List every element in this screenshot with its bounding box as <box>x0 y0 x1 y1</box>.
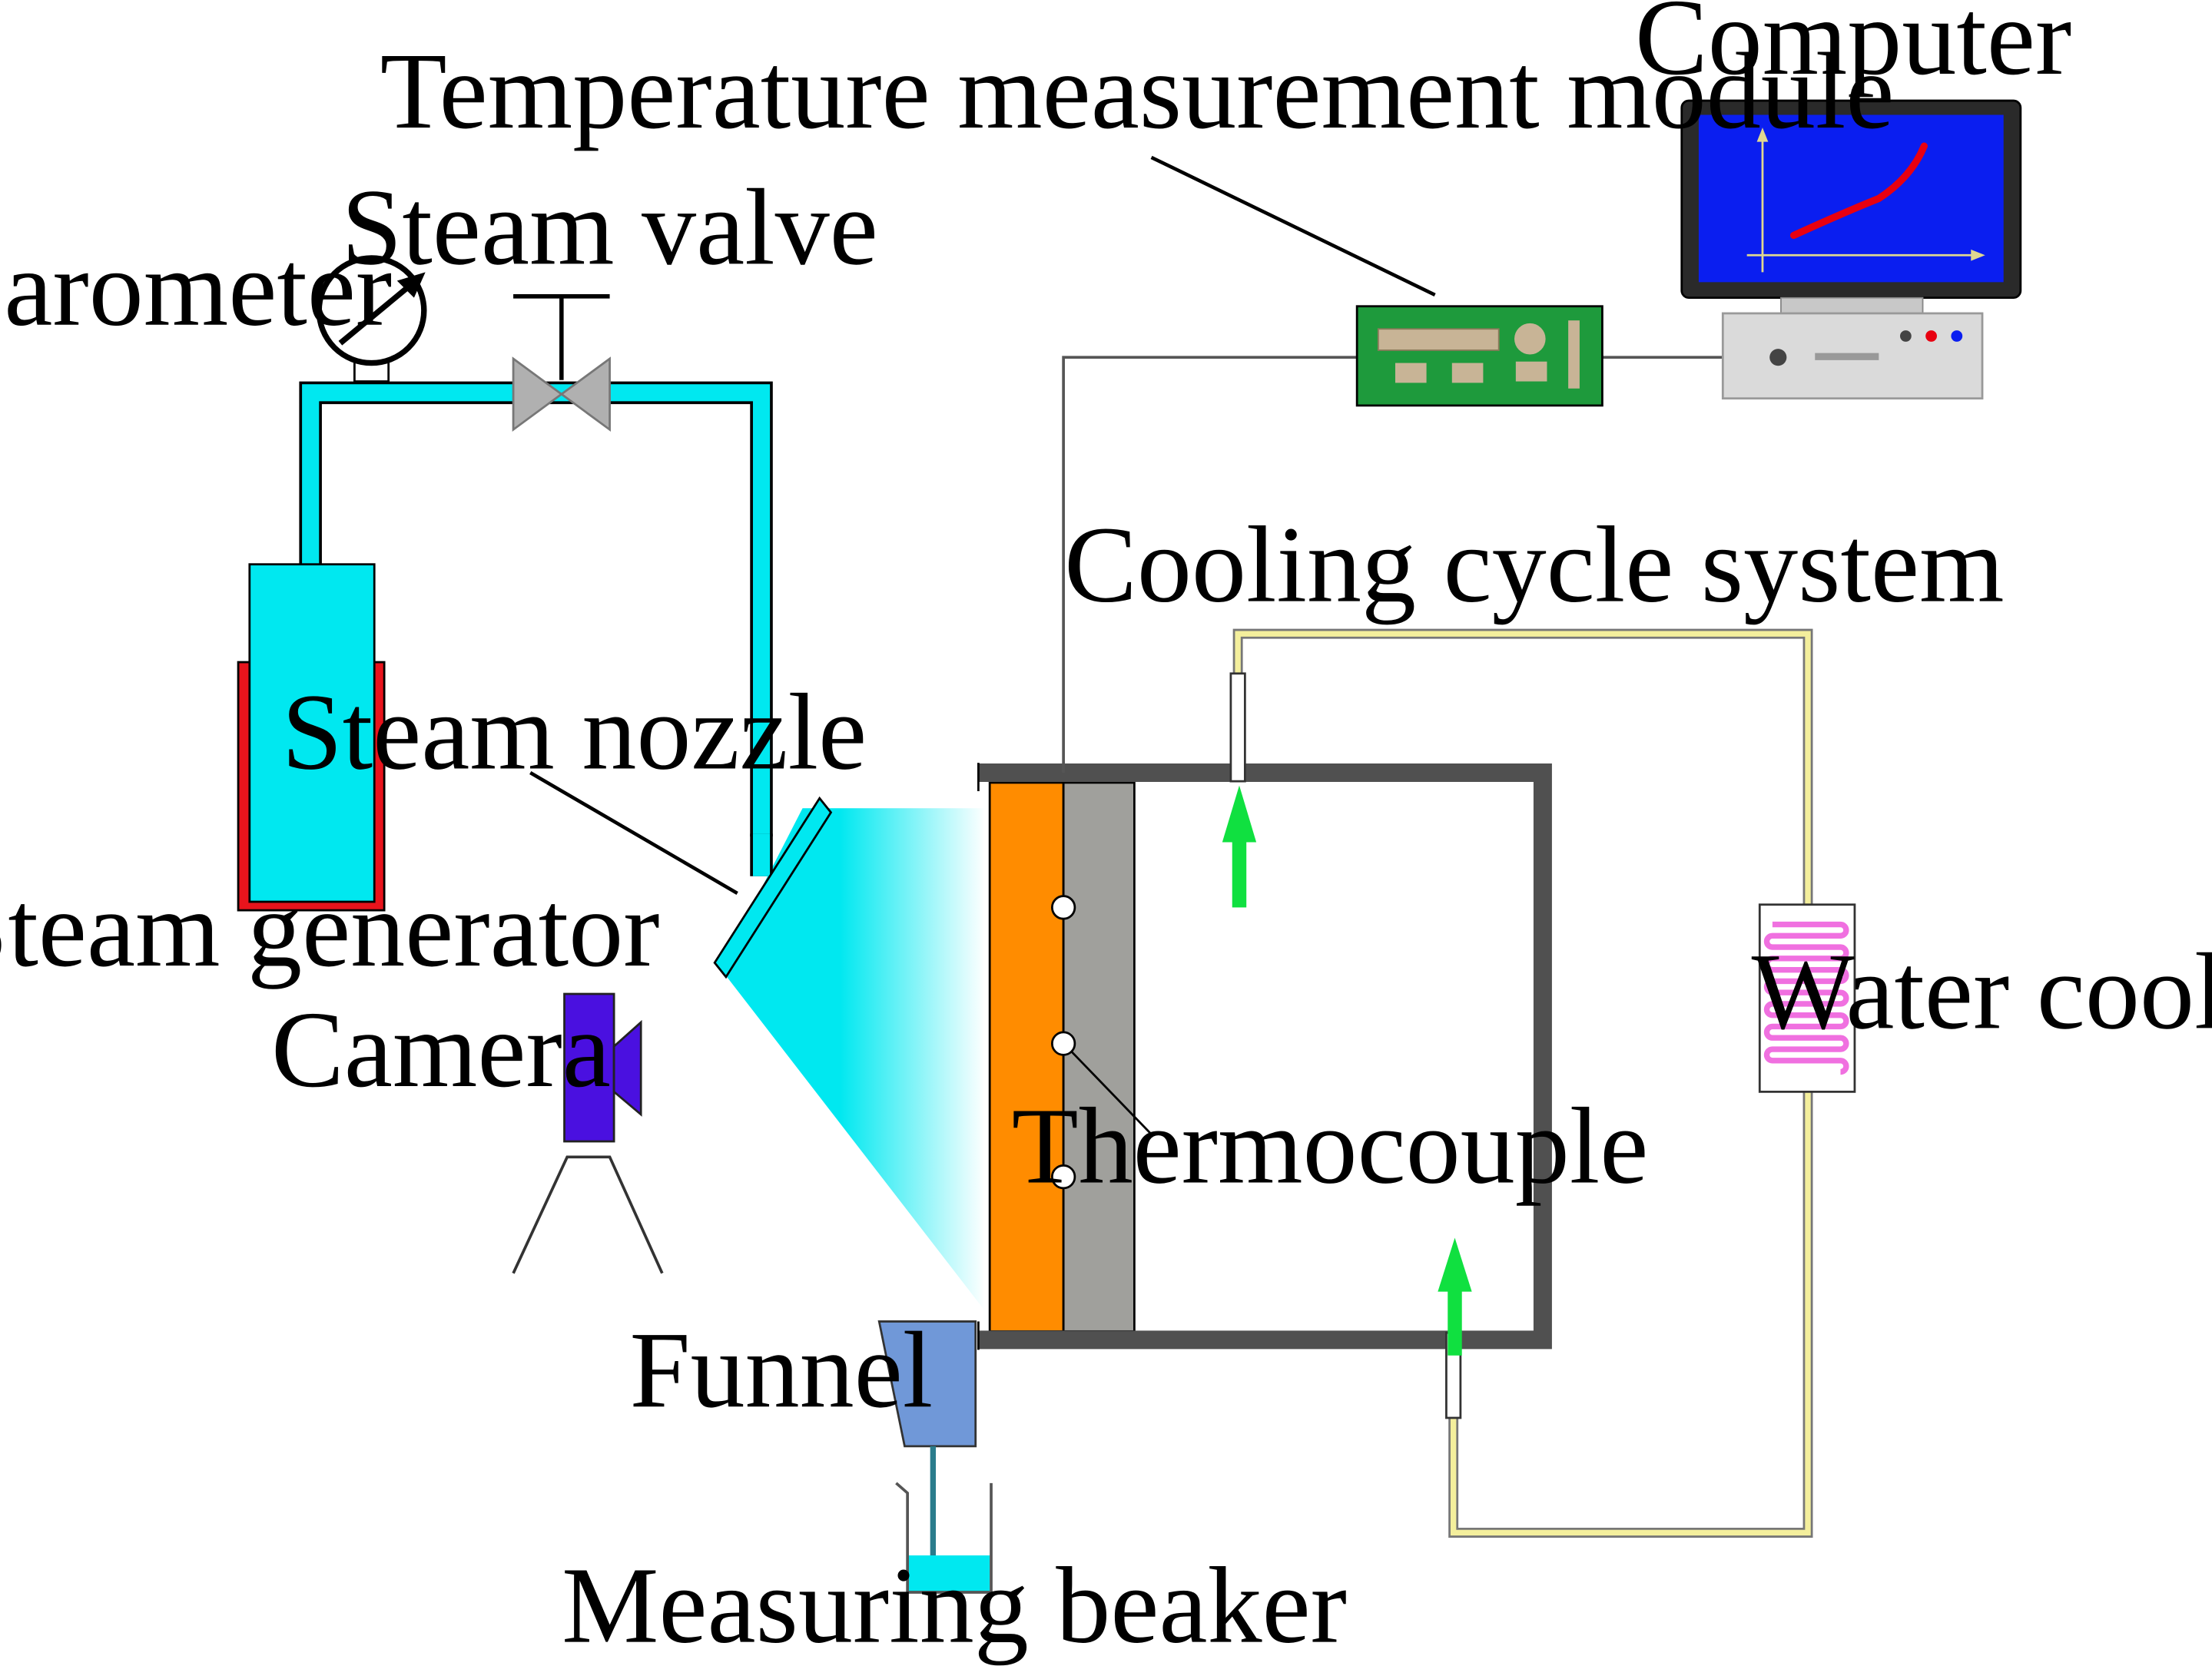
flow-arrow-icon <box>1222 785 1472 1356</box>
label-measuring-beaker: Measuring beaker <box>562 1545 1347 1666</box>
water-cooler-icon <box>1758 903 1856 1093</box>
computer-icon <box>1680 99 2022 400</box>
label-barometer: Barometer <box>0 227 392 349</box>
funnel-icon <box>877 1320 977 1563</box>
label-thermocouple: Thermocouple <box>1012 1085 1649 1207</box>
temperature-module-leader-line <box>1150 155 1436 297</box>
label-computer: Computer <box>1635 0 2071 98</box>
steam-valve-icon <box>512 294 611 432</box>
steam-generator <box>237 563 386 912</box>
steam-spray <box>720 808 986 1312</box>
label-temperature-module: Temperature measurement module <box>380 30 1895 151</box>
condensing-plate <box>988 781 1065 1333</box>
cooling-loop-pipe <box>1232 628 1813 1538</box>
label-water-cooler: Water cooler <box>1752 930 2212 1052</box>
camera-icon <box>512 992 664 1274</box>
label-cooling-cycle: Cooling cycle system <box>1064 504 2004 625</box>
thermocouple-leader-line <box>1071 1051 1152 1135</box>
steam-nozzle <box>713 796 833 979</box>
label-steam-nozzle: Steam nozzle <box>282 671 867 792</box>
label-steam-valve: Steam valve <box>341 166 877 287</box>
curve-trace <box>1789 142 1928 240</box>
steam-nozzle-leader-line <box>529 771 738 895</box>
label-funnel: Funnel <box>630 1309 934 1430</box>
measuring-beaker-icon <box>895 1482 993 1594</box>
test-chamber <box>977 763 1552 1350</box>
signal-wires <box>1062 356 1723 773</box>
cooling-ports <box>1229 672 1462 1419</box>
insulation-layer <box>1062 781 1136 1333</box>
thermocouple-points <box>1050 895 1076 1190</box>
label-steam-generator: Steam generator <box>0 868 660 989</box>
barometer-icon <box>316 255 427 383</box>
temperature-module-board <box>1355 305 1603 407</box>
label-camera: Camera <box>271 989 611 1110</box>
